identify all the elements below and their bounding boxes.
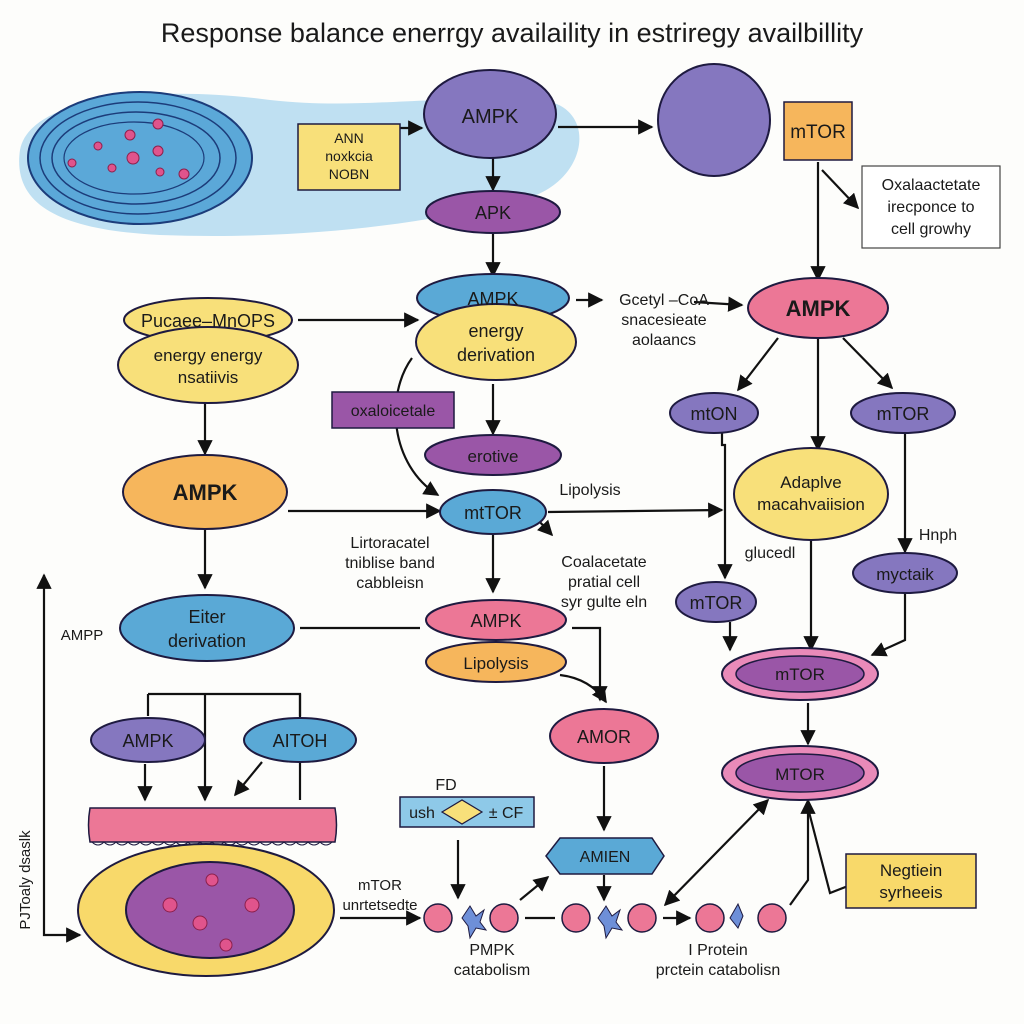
mtor-center-label: mtTOR bbox=[464, 503, 522, 523]
glucel-label: glucedl bbox=[745, 545, 796, 562]
apk-node bbox=[425, 190, 561, 234]
oxalocetale-label: oxaloicetale bbox=[351, 403, 436, 420]
mtor-right3-label: mTOR bbox=[690, 593, 743, 613]
purple-circle-node bbox=[657, 63, 771, 177]
mtor-square-label: mTOR bbox=[790, 122, 846, 143]
amor-label: AMOR bbox=[577, 727, 631, 747]
ampp-label: AMPP bbox=[61, 627, 104, 644]
ampk-left-label: AMPK bbox=[122, 731, 173, 751]
amor-node bbox=[549, 708, 659, 764]
hnph-label: Hnph bbox=[919, 527, 957, 544]
ampk-pink-right-label: AMPK bbox=[786, 296, 851, 321]
ampk-orange-label: AMPK bbox=[173, 480, 238, 505]
adaptive-node bbox=[733, 447, 889, 541]
protein-chain bbox=[423, 903, 787, 933]
ptoaly-label: PJToaly dsaslk bbox=[17, 830, 34, 930]
erotive-node bbox=[424, 434, 562, 476]
aitoh-node bbox=[243, 717, 357, 763]
ampk-top-label: AMPK bbox=[462, 106, 519, 128]
amien-node bbox=[545, 837, 665, 875]
eiter-node bbox=[119, 594, 295, 662]
amien-label: AMIEN bbox=[580, 849, 631, 866]
cf-label: ± CF bbox=[489, 805, 524, 822]
fd-label: FD bbox=[435, 777, 456, 794]
energy-derivation-node bbox=[415, 303, 577, 381]
ampk-orange-node bbox=[122, 454, 288, 530]
ush-label: ush bbox=[409, 805, 435, 822]
lipolysis-pill-node bbox=[425, 641, 567, 683]
aitoh-label: AITOH bbox=[273, 731, 328, 751]
mtor-right2-label: mTOR bbox=[877, 404, 930, 424]
membrane-strip bbox=[87, 807, 338, 843]
lipolysis-text-label: Lipolysis bbox=[559, 482, 620, 499]
mtor-square-node bbox=[783, 101, 853, 161]
apk-label: APK bbox=[475, 203, 511, 223]
mtor-right1-label: mtON bbox=[691, 404, 738, 424]
myctaik-label: myctaik bbox=[876, 565, 934, 584]
ampk-pink-center-label: AMPK bbox=[470, 611, 521, 631]
mtor-ring2-label: MTOR bbox=[775, 765, 825, 784]
ann-box-node bbox=[297, 123, 401, 191]
ampk-pink-right-node bbox=[747, 277, 889, 339]
connectors bbox=[36, 119, 913, 943]
lipolysis-pill-label: Lipolysis bbox=[463, 654, 528, 673]
erotive-label: erotive bbox=[467, 447, 518, 466]
mtor-right3-node bbox=[675, 581, 757, 623]
negtiein-box bbox=[845, 853, 977, 909]
pucaee-label: Pucaee–MnOPS bbox=[141, 311, 275, 331]
ampk-blue-mid-label: AMPK bbox=[467, 289, 518, 309]
diagram-title: Response balance enerrgy availaility in … bbox=[160, 18, 864, 48]
mtor-right1-node bbox=[669, 392, 759, 434]
oxalocetale-node bbox=[331, 391, 455, 429]
ampk-pink-center-node bbox=[425, 599, 567, 641]
energy-energy-node bbox=[117, 326, 299, 404]
node-shapes bbox=[77, 63, 1001, 977]
ampk-left-node bbox=[90, 717, 206, 763]
mtor-center-node bbox=[439, 489, 547, 535]
ampk-top-node bbox=[423, 69, 557, 159]
mtor-ring1-label: mTOR bbox=[775, 665, 825, 684]
myctaik-node bbox=[852, 552, 958, 594]
mtor-right2-node bbox=[850, 392, 956, 434]
oxaloacetate-note-node bbox=[861, 165, 1001, 249]
